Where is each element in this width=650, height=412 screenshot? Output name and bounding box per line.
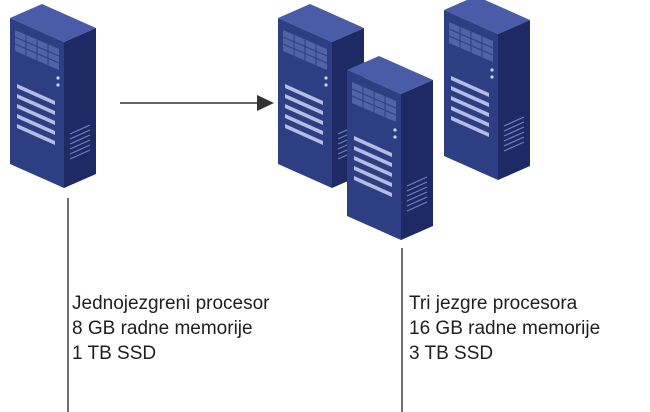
single-server-specs: Jednojezgreni procesor 8 GB radne memori… [72,291,270,366]
server-tower-icon [9,3,97,189]
spec-ram: 16 GB radne memorije [409,318,601,339]
cluster-server-front [346,55,434,241]
arrow-right-icon [120,95,274,111]
spec-cpu: Jednojezgreni procesor [72,293,270,314]
cluster-server-back-right [443,0,531,181]
cluster-specs: Tri jezgre procesora 16 GB radne memorij… [409,291,600,366]
spec-cpu: Tri jezgre procesora [409,293,578,314]
spec-storage: 3 TB SSD [409,343,494,364]
spec-ram: 8 GB radne memorije [72,318,253,339]
server-cluster-icon [277,0,531,241]
spec-storage: 1 TB SSD [72,343,157,364]
